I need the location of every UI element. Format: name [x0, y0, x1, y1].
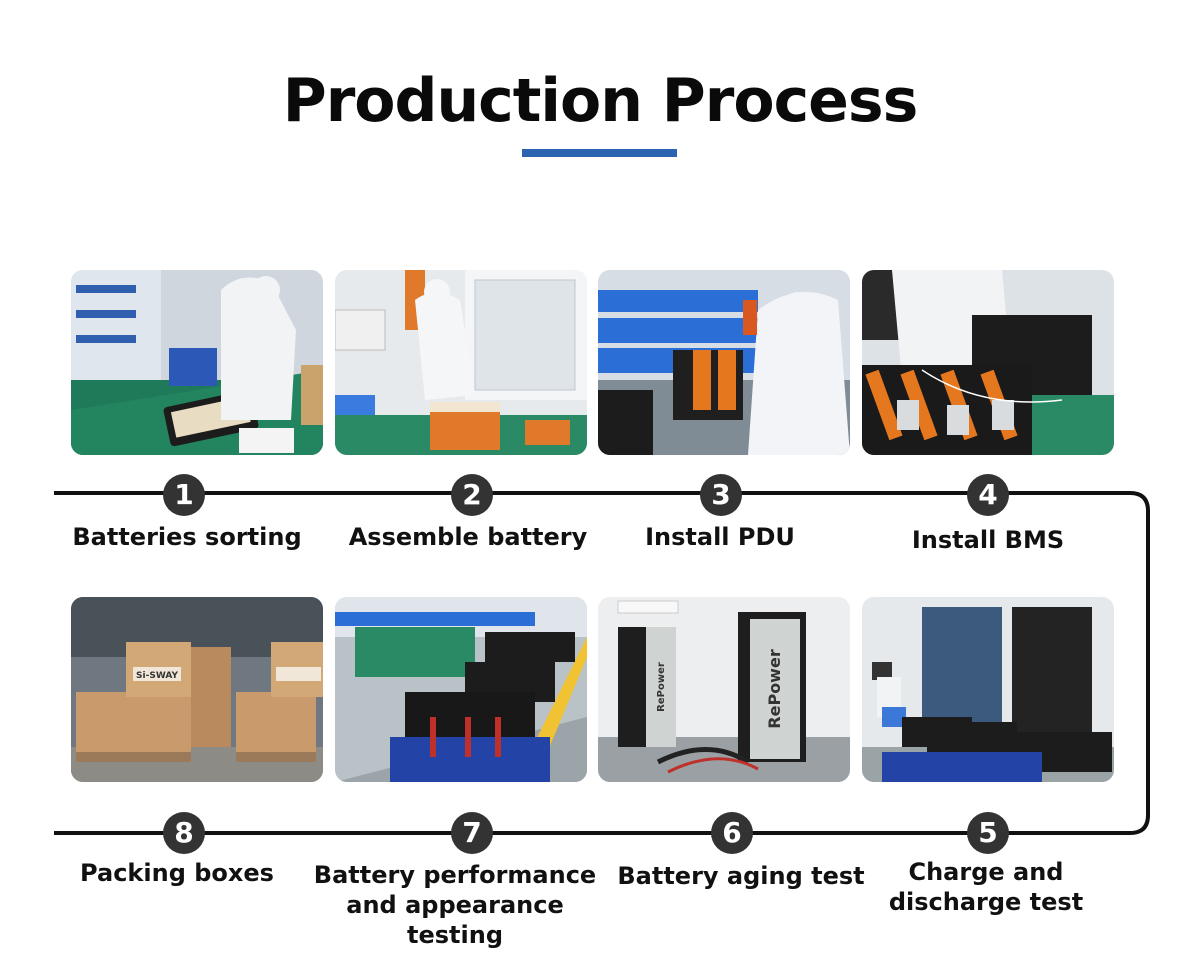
page-title: Production Process: [282, 66, 919, 136]
step-badge-4: 4: [967, 474, 1009, 516]
photo-assemble-battery: [335, 270, 587, 455]
photo-install-pdu: [598, 270, 850, 455]
step-label-2: Assemble battery: [348, 523, 588, 551]
photo-performance-testing: [335, 597, 587, 782]
step-label-8: Packing boxes: [80, 859, 274, 887]
step-label-1: Batteries sorting: [72, 523, 302, 551]
step-badge-7: 7: [451, 812, 493, 854]
step-badge-3: 3: [700, 474, 742, 516]
step-badge-1: 1: [163, 474, 205, 516]
box-logo: Si-SWAY: [136, 671, 178, 681]
step-label-5: Charge and discharge test: [888, 858, 1084, 916]
step-badge-2: 2: [451, 474, 493, 516]
svg-text:RePower: RePower: [656, 662, 667, 712]
photo-packing-boxes: Si-SWAY: [71, 597, 323, 782]
step-label-7: Battery performance and appearance testi…: [313, 861, 597, 949]
step-label-4: Install BMS: [911, 526, 1065, 554]
photo-charge-discharge-test: [862, 597, 1114, 782]
step-label-6: Battery aging test: [617, 862, 865, 890]
photo-aging-test: RePower RePower: [598, 597, 850, 782]
step-label-3: Install PDU: [645, 523, 795, 551]
step-badge-8: 8: [163, 812, 205, 854]
photo-install-bms: [862, 270, 1114, 455]
title-underline: [522, 149, 677, 157]
step-badge-6: 6: [711, 812, 753, 854]
cabinet-logo: RePower: [765, 649, 784, 729]
step-badge-5: 5: [967, 812, 1009, 854]
photo-batteries-sorting: [71, 270, 323, 455]
